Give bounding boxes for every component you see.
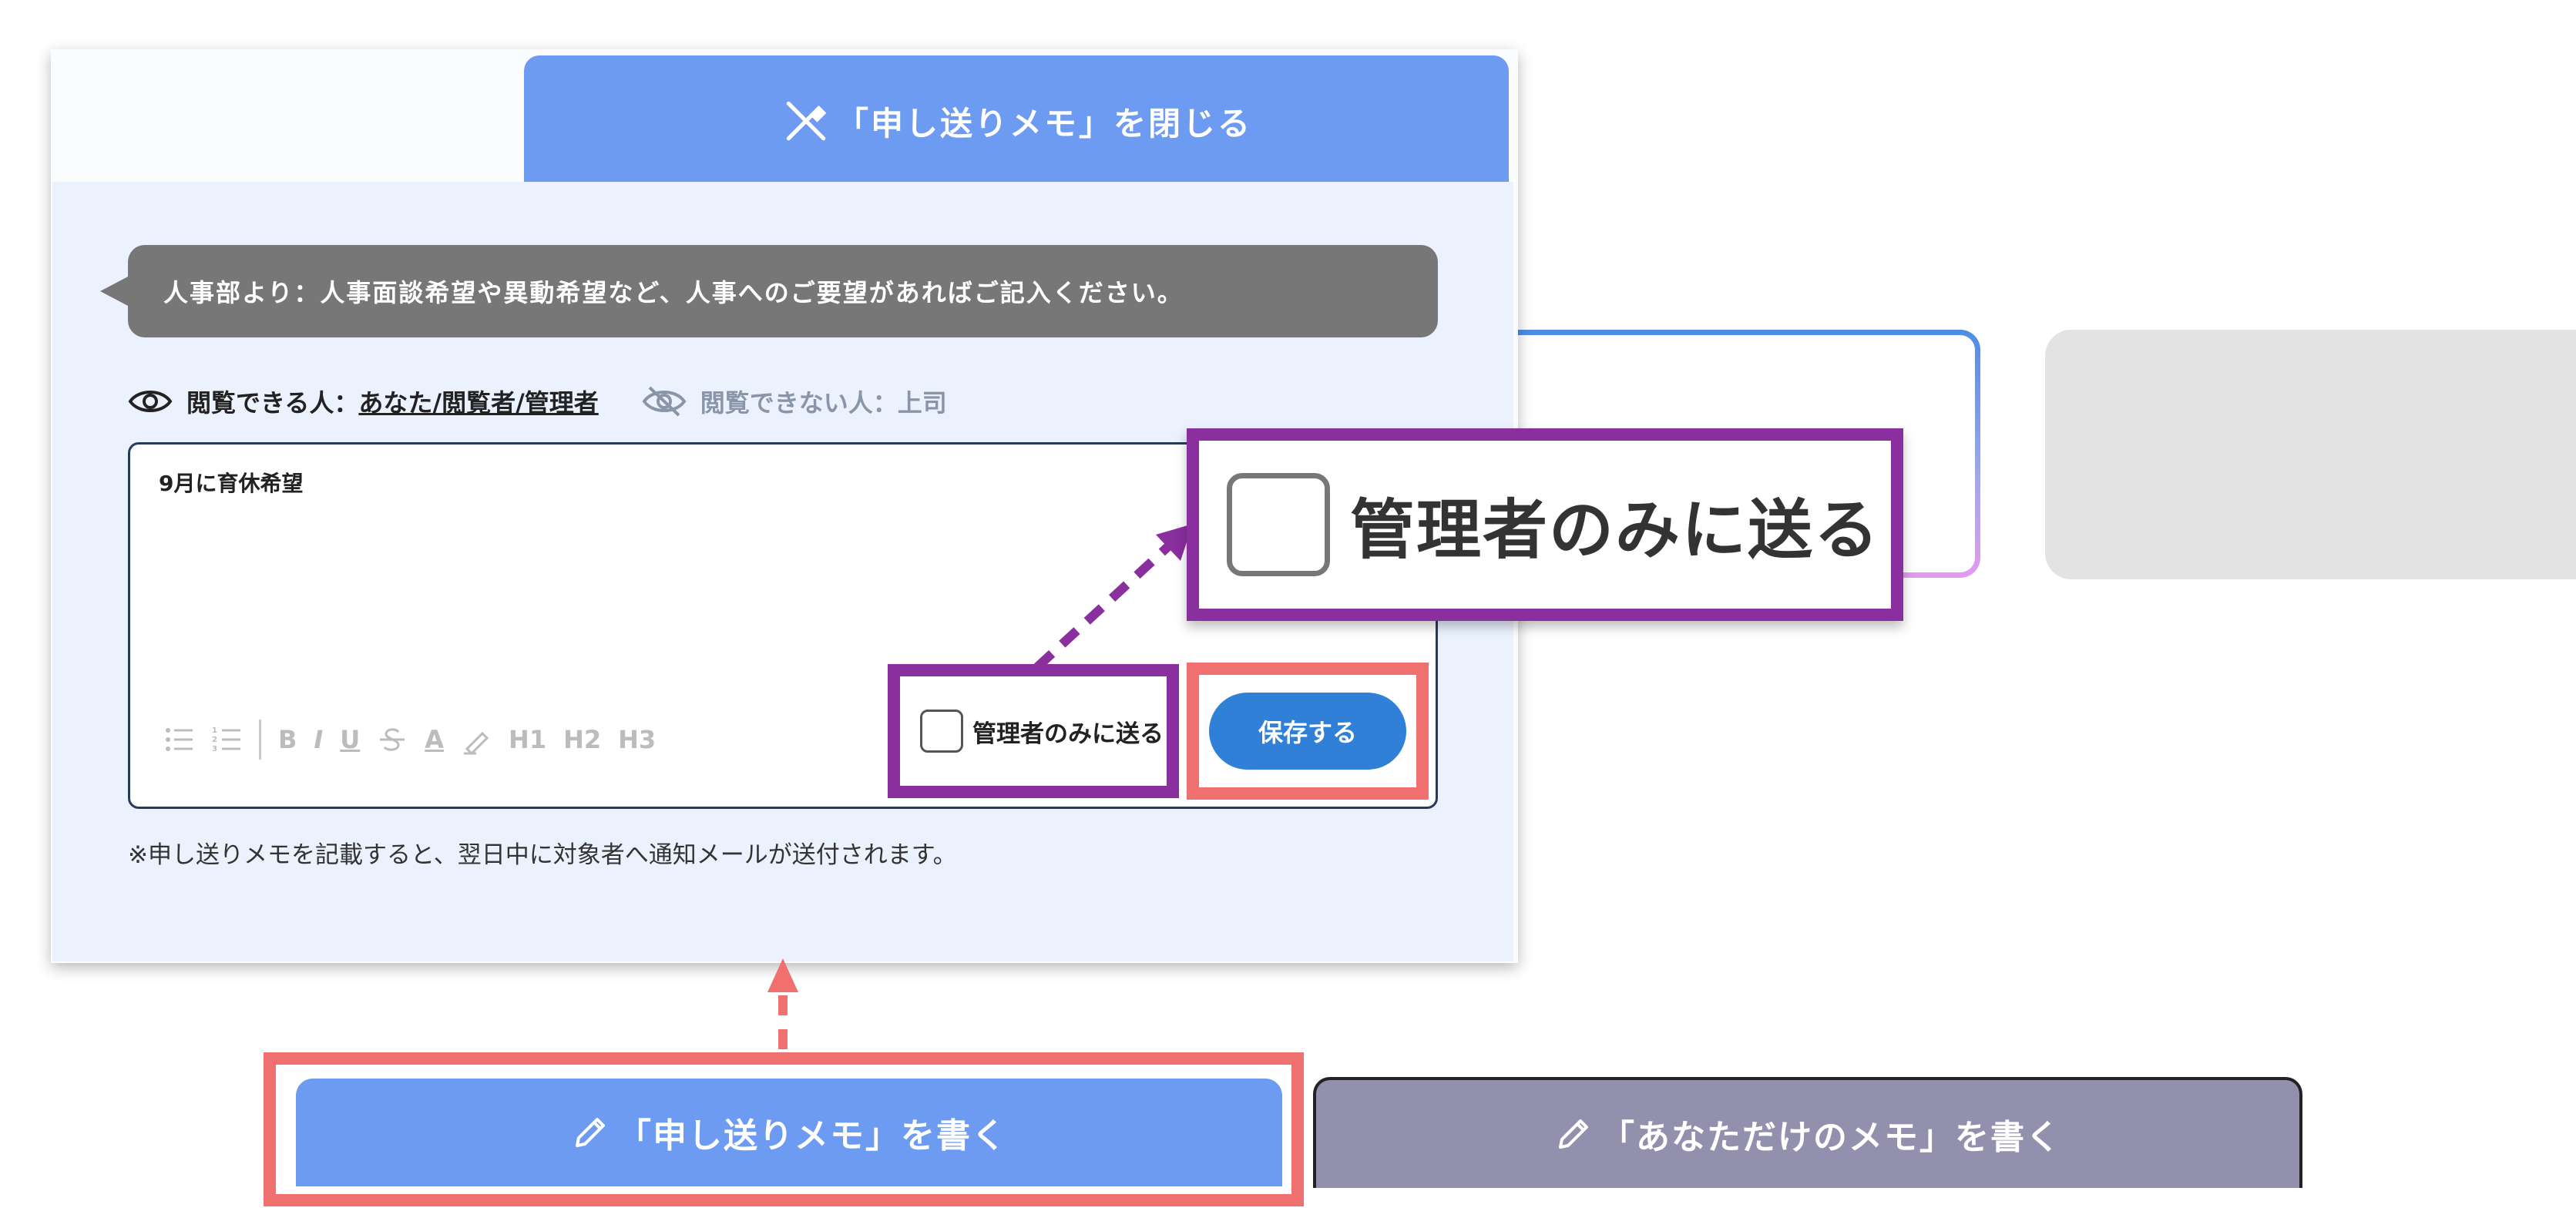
admin-only-label: 管理者のみに送る [972,720,1164,748]
svg-text:1: 1 [212,726,217,735]
hr-notice: 人事部より：人事面談希望や異動希望など、人事へのご要望があればご記入ください。 [128,245,1438,337]
bold-button[interactable]: B [278,725,297,754]
toolbar-separator [259,720,261,760]
heading-2-button[interactable]: H2 [563,725,602,754]
heading-1-button[interactable]: H1 [509,725,547,754]
pencil-icon [1559,1119,1588,1149]
write-own-label: 「あなただけのメモ」を書く [1600,1118,2061,1157]
write-own-memo-button[interactable]: 「あなただけのメモ」を書く [1313,1077,2302,1188]
close-memo-label: 「申し送りメモ」を閉じる [835,104,1252,143]
viewers-list[interactable]: あなた/閲覧者/管理者 [358,388,599,418]
memo-editor-text[interactable]: 9月に育休希望 [159,471,304,496]
hidden-viewers: 閲覧できない人：上司 [642,384,947,419]
eye-off-icon [642,386,687,417]
italic-button[interactable]: I [314,725,324,754]
pencil-icon [576,1118,605,1147]
close-edit-icon [786,101,827,141]
heading-3-button[interactable]: H3 [618,725,657,754]
save-button-label: 保存する [1258,718,1357,747]
highlight-pen-icon[interactable] [461,724,492,755]
underline-button[interactable]: U [340,725,361,754]
callout-checkbox [1227,473,1330,576]
strikethrough-icon[interactable] [377,724,408,755]
write-handover-label: 「申し送りメモ」を書く [617,1116,1007,1156]
viewers-label: 閲覧できる人： [186,388,359,418]
hidden-viewers-label: 閲覧できない人：上司 [700,388,947,418]
admin-only-checkbox[interactable] [920,710,963,753]
save-highlight-frame: 保存する [1187,663,1429,800]
hr-notice-text: 人事部より：人事面談希望や異動希望など、人事へのご要望があればご記入ください。 [163,278,1184,307]
background-card-gray [2045,330,2576,579]
notice-tail [100,276,129,307]
close-memo-button[interactable]: 「申し送りメモ」を閉じる [524,55,1509,186]
svg-text:3: 3 [212,745,217,753]
eye-icon [128,391,173,412]
bullet-list-icon[interactable] [163,724,194,755]
save-button[interactable]: 保存する [1209,693,1406,770]
red-arrow-head [767,958,798,992]
admin-only-option[interactable]: 管理者のみに送る [888,664,1179,798]
write-handover-memo-button[interactable]: 「申し送りメモ」を書く [296,1079,1282,1186]
numbered-list-icon[interactable]: 123 [211,724,242,755]
admin-only-callout: 管理者のみに送る [1187,428,1903,621]
svg-text:2: 2 [212,736,217,744]
notification-footnote: ※申し送りメモを記載すると、翌日中に対象者へ通知メールが送付されます。 [128,841,957,869]
text-color-button[interactable]: A [425,725,445,754]
viewer-permissions: 閲覧できる人： あなた/閲覧者/管理者 閲覧できない人：上司 [128,382,947,421]
callout-label: 管理者のみに送る [1350,492,1881,568]
